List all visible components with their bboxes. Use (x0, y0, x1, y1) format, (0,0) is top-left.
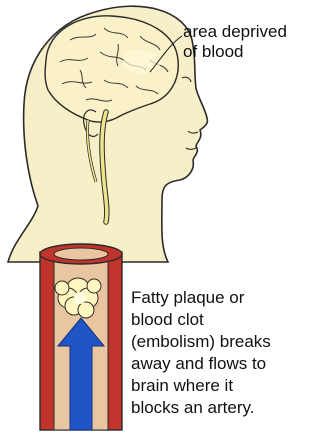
label-area-deprived: area deprived of blood (183, 22, 287, 62)
label-embolism: Fatty plaque or blood clot (embolism) br… (131, 287, 271, 419)
